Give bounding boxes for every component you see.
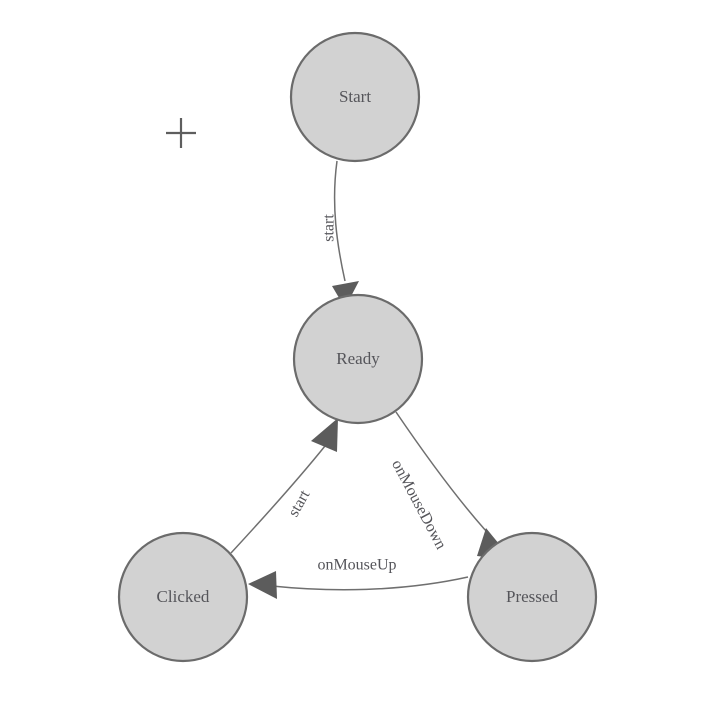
node-ready[interactable]: Ready (292, 293, 424, 425)
node-start[interactable]: Start (289, 31, 421, 163)
arrowhead-clicked (248, 571, 277, 599)
edge-clicked-to-ready: start (230, 418, 338, 554)
node-clicked[interactable]: Clicked (117, 531, 249, 663)
edge-label-clicked-to-ready: start (285, 487, 313, 520)
edge-pressed-to-clicked: onMouseUp (248, 557, 469, 599)
node-pressed[interactable]: Pressed (466, 531, 598, 663)
edge-label-start-to-ready: start (321, 214, 338, 242)
edge-label-ready-to-pressed: onMouseDown (388, 457, 449, 552)
arrowhead-ready-top (332, 281, 359, 308)
node-label-start: Start (339, 87, 371, 106)
arrowhead-ready-bottom (311, 418, 338, 452)
edge-start-to-ready: start (321, 160, 359, 308)
node-label-pressed: Pressed (506, 587, 558, 606)
node-label-clicked: Clicked (157, 587, 210, 606)
crosshair-icon (166, 118, 196, 148)
edge-label-pressed-to-clicked: onMouseUp (317, 557, 396, 574)
node-label-ready: Ready (336, 349, 380, 368)
edge-ready-to-pressed: onMouseDown (388, 411, 512, 560)
